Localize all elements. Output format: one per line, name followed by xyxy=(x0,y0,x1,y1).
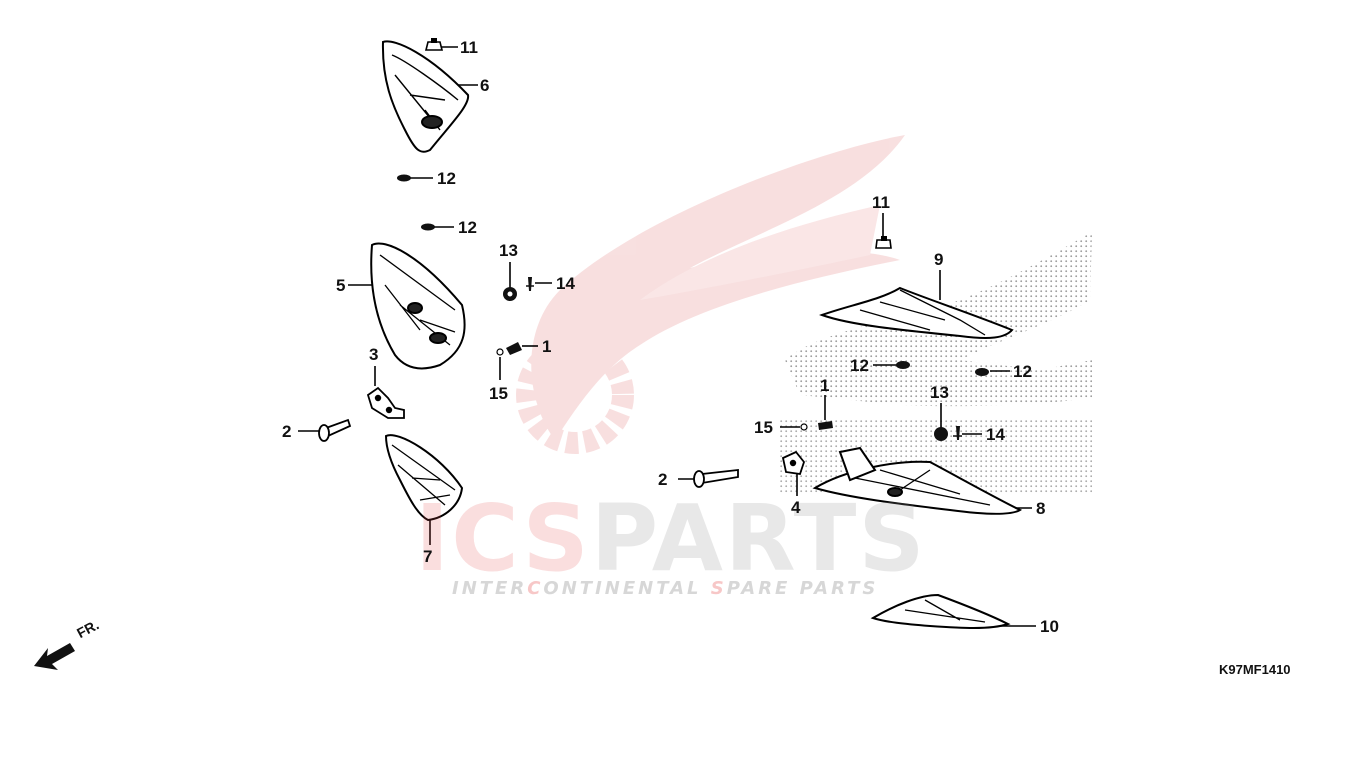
callout-14[interactable]: 14 xyxy=(556,274,575,293)
callout-12[interactable]: 12 xyxy=(458,218,477,237)
part-4-bracket xyxy=(781,450,806,475)
part-8-panel xyxy=(812,446,1023,515)
watermark-tagline-part: C xyxy=(527,578,544,599)
callout-1[interactable]: 1 xyxy=(542,337,552,356)
watermark-brand: ICSPARTS xyxy=(415,485,927,592)
watermark-tagline: INTERCONTINENTAL SPARE PARTS xyxy=(452,578,878,599)
callout-9[interactable]: 9 xyxy=(934,250,944,269)
part-2-bolt-left xyxy=(318,418,352,442)
watermark-brand-red: ICS xyxy=(415,485,591,592)
watermark-tagline-part: S xyxy=(710,578,727,599)
callout-5[interactable]: 5 xyxy=(336,276,346,295)
watermark-brand-gray: PARTS xyxy=(590,485,927,592)
callout-6[interactable]: 6 xyxy=(480,76,490,95)
callout-12[interactable]: 12 xyxy=(850,356,869,375)
fasteners-left xyxy=(496,277,534,356)
wing-logo-watermark xyxy=(516,135,905,454)
fasteners-right xyxy=(800,421,962,441)
part-10-trim xyxy=(870,593,1011,629)
callout-11[interactable]: 11 xyxy=(872,193,890,212)
callout-1[interactable]: 1 xyxy=(820,376,830,395)
part-2-bolt-right xyxy=(693,468,739,488)
front-direction-arrow-icon xyxy=(34,643,75,670)
part-3-bracket xyxy=(366,386,405,419)
callout-13[interactable]: 13 xyxy=(499,241,518,260)
callout-8[interactable]: 8 xyxy=(1036,499,1046,518)
watermark-tagline-part: INTER xyxy=(452,578,528,599)
watermark-tagline-part: ONTINENTAL xyxy=(543,578,711,599)
part-12-grommets-left xyxy=(397,174,435,231)
callout-13[interactable]: 13 xyxy=(930,383,949,402)
part-11-clip-right xyxy=(875,236,892,249)
part-11-clip-top xyxy=(424,38,444,51)
callout-4[interactable]: 4 xyxy=(791,498,801,517)
diagram-reference-code: K97MF1410 xyxy=(1219,662,1291,677)
callout-14[interactable]: 14 xyxy=(986,425,1005,444)
callout-2[interactable]: 2 xyxy=(658,470,668,489)
part-5-inner-cover xyxy=(370,242,466,370)
part-6-cover xyxy=(381,40,470,153)
callout-12[interactable]: 12 xyxy=(437,169,456,188)
callout-7[interactable]: 7 xyxy=(423,547,433,566)
leader-lines xyxy=(298,46,1036,627)
callout-3[interactable]: 3 xyxy=(369,345,379,364)
part-7-cover xyxy=(384,434,464,522)
part-9-panel xyxy=(819,286,1014,339)
callout-10[interactable]: 10 xyxy=(1040,617,1059,636)
callout-12[interactable]: 12 xyxy=(1013,362,1032,381)
callout-2[interactable]: 2 xyxy=(282,422,292,441)
callout-15[interactable]: 15 xyxy=(489,384,508,403)
watermark-tagline-part: PARE PARTS xyxy=(726,578,879,599)
callout-11[interactable]: 11 xyxy=(460,38,478,57)
callout-15[interactable]: 15 xyxy=(754,418,773,437)
part-12-grommets-right xyxy=(896,361,989,376)
